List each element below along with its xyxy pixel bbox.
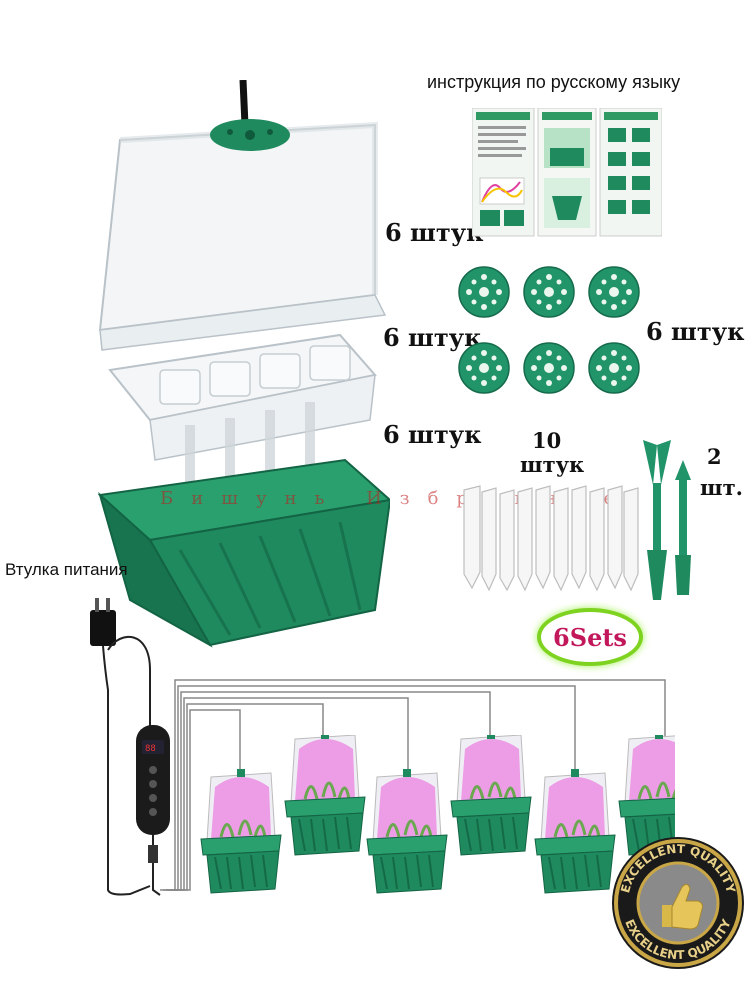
tools-count-word: шт. <box>700 475 743 500</box>
seed-starter-kit-illustration <box>97 80 390 648</box>
tags-count-number: 10 <box>532 428 562 453</box>
mini-grow-units <box>199 735 675 895</box>
dome-count-label: 6 штук <box>385 218 484 247</box>
cell-tray <box>108 333 377 500</box>
dibber-fork-tool <box>643 440 671 600</box>
power-label: Втулка питания <box>5 560 128 579</box>
thumbs-up-icon <box>662 883 703 930</box>
tags-count-word: штук <box>520 452 585 477</box>
vent-disc <box>523 342 575 394</box>
vent-discs-group <box>458 266 640 394</box>
sets-badge: 6Sets <box>537 608 643 666</box>
grow-unit-2 <box>283 735 367 857</box>
tray-count-label: 6 штук <box>383 323 482 352</box>
excellent-quality-badge: EXCELLENT QUALITY EXCELLENT QUALITY <box>612 837 744 969</box>
base-tray <box>97 458 390 648</box>
humidity-dome <box>98 119 387 351</box>
power-adapter-icon <box>90 598 151 896</box>
dome-cable <box>239 80 249 126</box>
garden-tools-group <box>643 440 691 600</box>
svg-text:88: 88 <box>145 744 156 754</box>
base-count-label: 6 штук <box>383 420 482 449</box>
lighting-wiring-diagram: 88 <box>90 598 666 896</box>
grow-unit-4 <box>449 735 533 857</box>
controller-icon: 88 <box>136 725 170 835</box>
instruction-sheet-thumbnail <box>472 108 662 237</box>
grow-unit-5 <box>533 767 617 895</box>
grow-unit-3 <box>365 767 449 895</box>
trowel-tool <box>675 460 691 595</box>
tools-count-number: 2 <box>707 444 722 469</box>
vent-disc <box>458 342 510 394</box>
vent-disc <box>588 266 640 318</box>
disc-count-label: 6 штук <box>646 317 745 346</box>
vent-disc <box>588 342 640 394</box>
vent-disc <box>458 266 510 318</box>
plant-tags-group <box>463 485 639 592</box>
grow-unit-1 <box>199 767 283 895</box>
vent-disc <box>523 266 575 318</box>
instruction-title: инструкция по русскому языку <box>427 72 681 92</box>
